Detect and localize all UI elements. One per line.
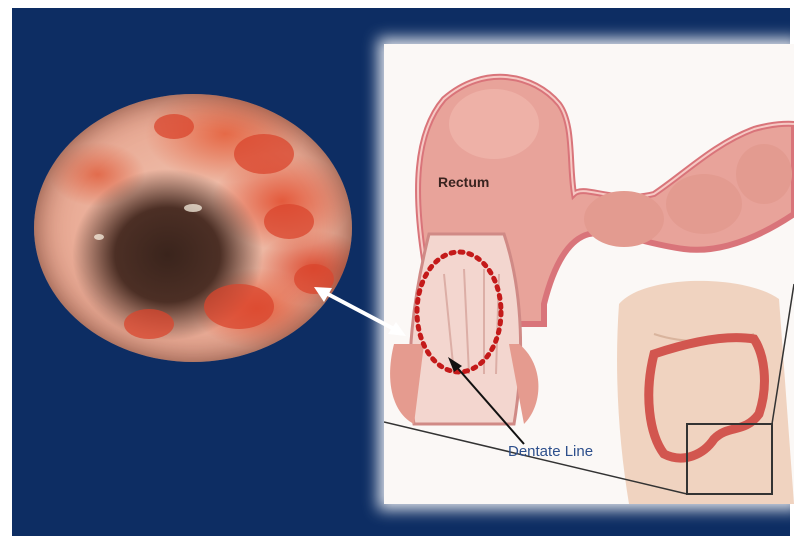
colon-illustration xyxy=(384,44,794,504)
rectum-label: Rectum xyxy=(438,174,489,190)
endoscopic-image xyxy=(34,94,352,362)
anatomy-illustration-panel: Rectum Dentate Line xyxy=(384,44,794,504)
dentate-line-label: Dentate Line xyxy=(508,443,593,460)
double-arrow-icon xyxy=(310,282,410,342)
